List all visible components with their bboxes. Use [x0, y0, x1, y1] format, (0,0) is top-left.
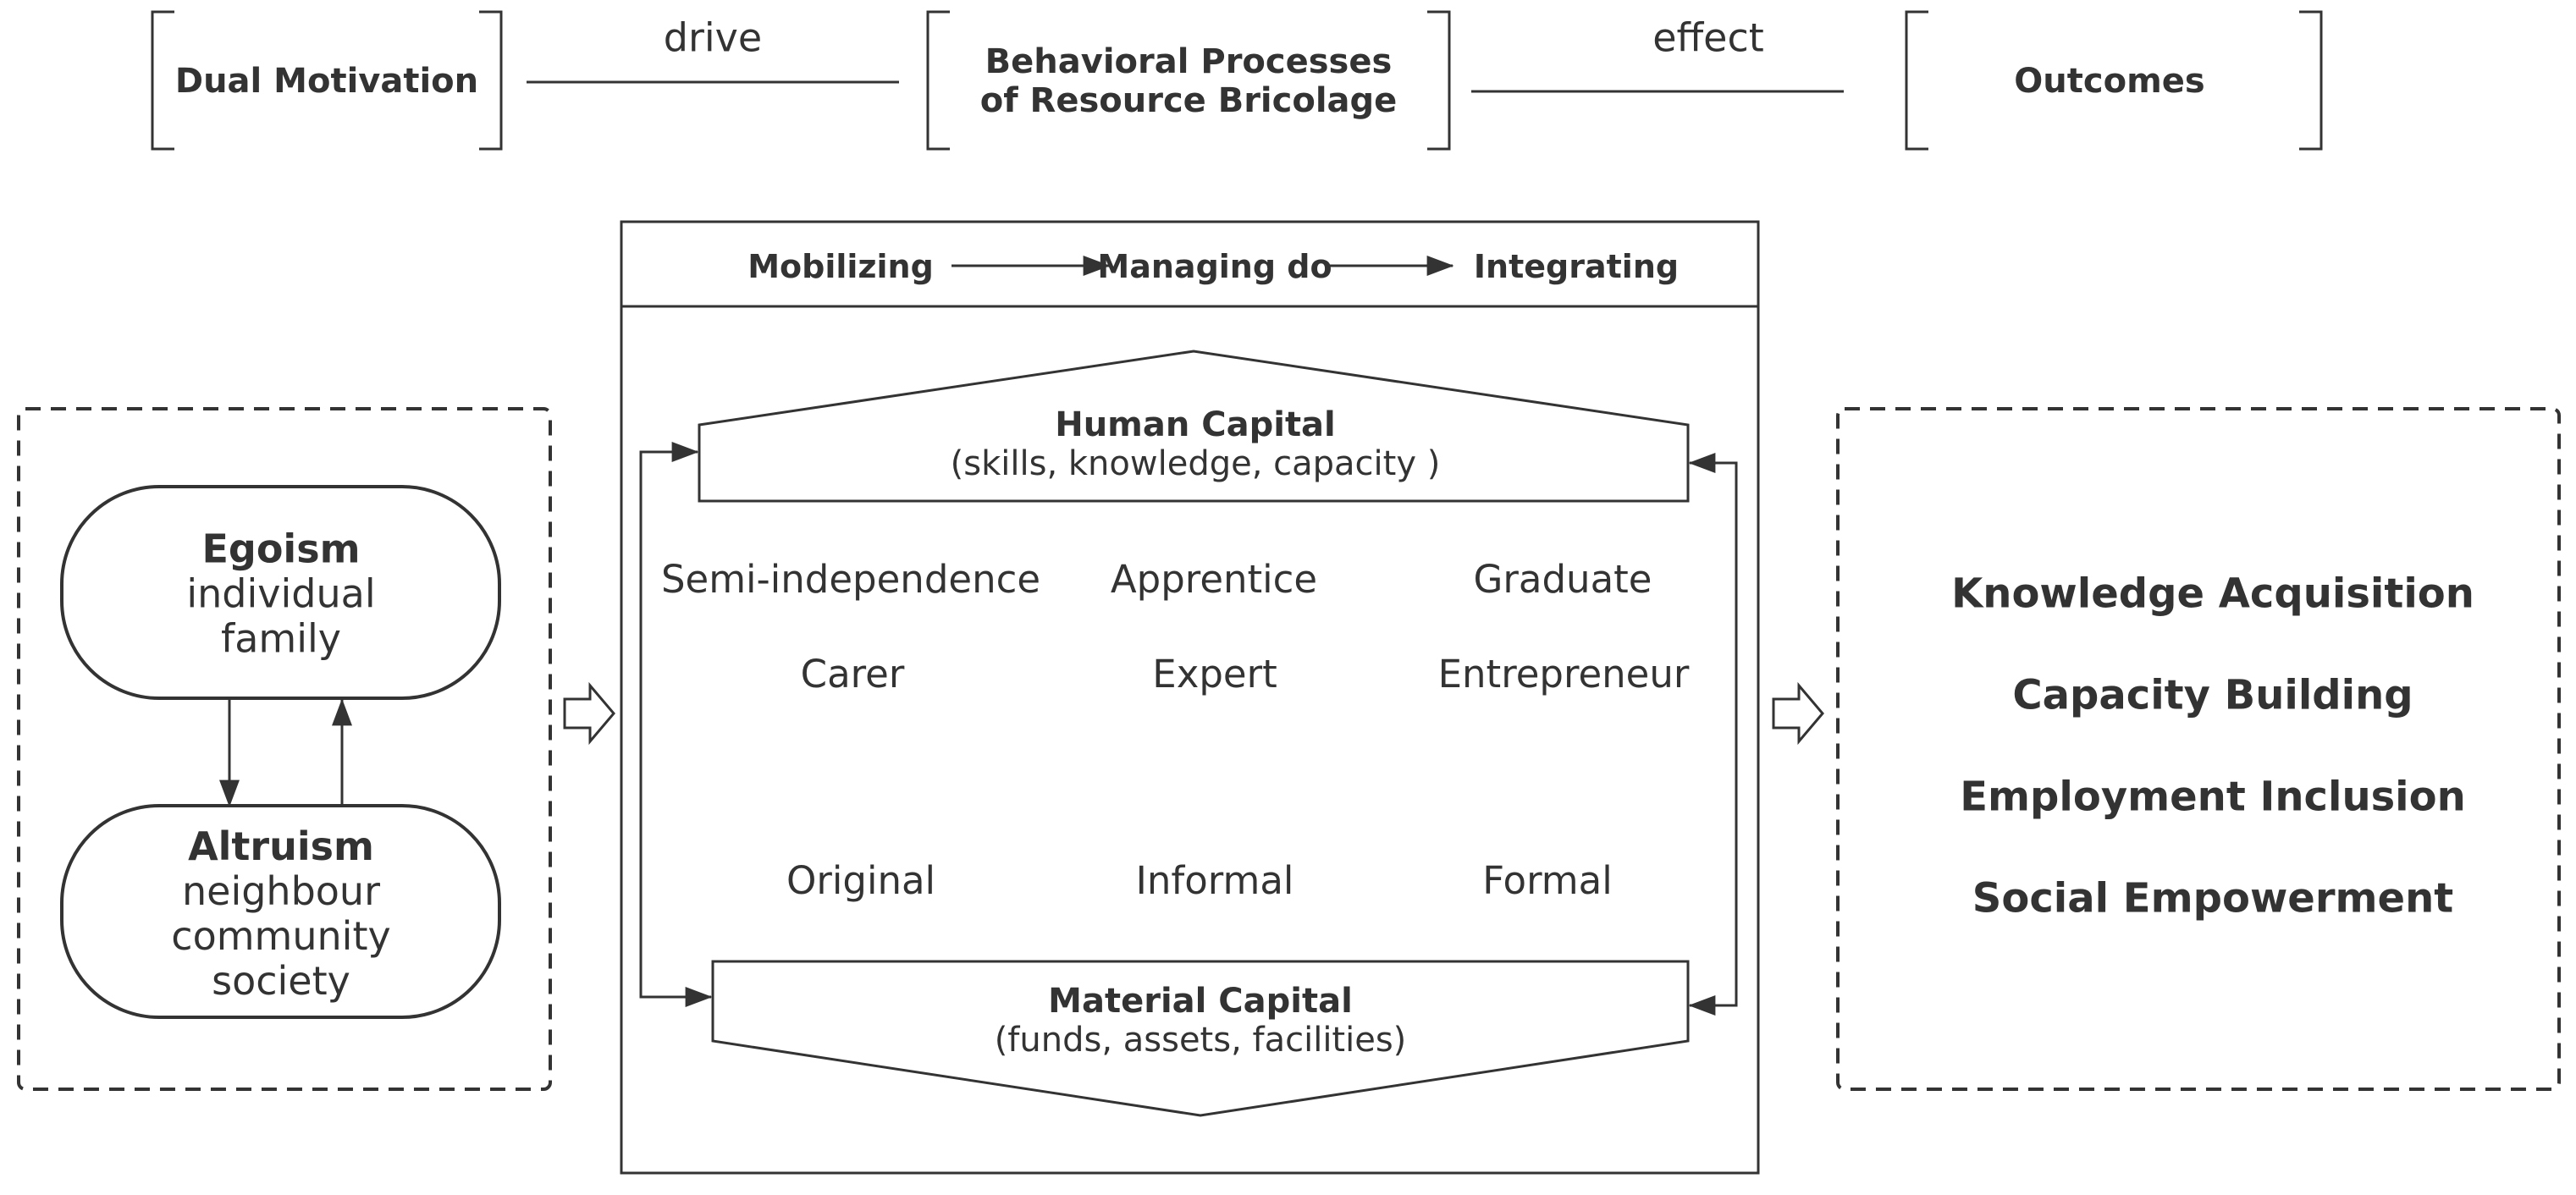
behavioral-line-1: Behavioral Processes	[985, 42, 1393, 81]
outcome-employment-inclusion: Employment Inclusion	[1960, 773, 2466, 821]
human-capital-text: Human Capital (skills, knowledge, capaci…	[951, 405, 1441, 483]
egoism-line: individual	[186, 570, 376, 617]
behavioral-processes-label: Behavioral Processes of Resource Bricola…	[980, 42, 1398, 120]
altruism-text: Altruism neighbour community society	[171, 824, 390, 1004]
outcomes-header-label: Outcomes	[2014, 62, 2205, 101]
human-capital-title: Human Capital	[1055, 405, 1336, 444]
material-capital-subtitle: (funds, assets, facilities)	[994, 1021, 1407, 1060]
behavioral-line-2: of Resource Bricolage	[979, 81, 1398, 120]
role-original: Original	[786, 858, 936, 904]
bracket-dual-right	[479, 10, 503, 151]
role-apprentice: Apprentice	[1110, 557, 1318, 603]
egoism-shape	[60, 485, 501, 700]
altruism-shape	[60, 804, 501, 1019]
bracket-outcomes-left	[1905, 10, 1928, 151]
human-capital-shape	[698, 350, 1690, 503]
mobilizing-label: Mobilizing	[747, 248, 934, 286]
altruism-title: Altruism	[188, 823, 374, 870]
egoism-line: family	[221, 615, 341, 662]
left-connector	[639, 450, 713, 1007]
managing-label: Managing do	[1097, 248, 1332, 286]
outcome-knowledge-acquisition: Knowledge Acquisition	[1951, 570, 2474, 618]
outcome-capacity-building: Capacity Building	[2012, 671, 2413, 719]
altruism-line: community	[171, 913, 391, 959]
outcome-social-empowerment: Social Empowerment	[1972, 874, 2454, 922]
material-capital-shape	[711, 960, 1690, 1117]
altruism-line: society	[212, 957, 350, 1004]
bracket-outcomes-right	[2299, 10, 2323, 151]
material-capital-title: Material Capital	[1048, 982, 1353, 1021]
dual-motivation-label: Dual Motivation	[174, 62, 479, 101]
altruism-line: neighbour	[182, 868, 380, 915]
bracket-dual-left	[151, 10, 174, 151]
drive-label: drive	[663, 14, 763, 61]
bracket-behavioral-left	[926, 10, 950, 151]
outcomes-box	[1836, 407, 2561, 1091]
effect-label: effect	[1652, 14, 1764, 61]
role-semi-independence: Semi-independence	[660, 557, 1041, 603]
process-frame	[620, 220, 1760, 1175]
role-expert: Expert	[1152, 652, 1277, 697]
bracket-behavioral-right	[1427, 10, 1451, 151]
egoism-title: Egoism	[201, 526, 361, 572]
role-carer: Carer	[800, 652, 905, 697]
integrating-label: Integrating	[1473, 248, 1680, 286]
hollow-arrow-left	[563, 681, 615, 746]
role-informal: Informal	[1135, 858, 1294, 904]
material-capital-text: Material Capital (funds, assets, facilit…	[995, 982, 1407, 1060]
role-formal: Formal	[1482, 858, 1613, 904]
human-capital-subtitle: (skills, knowledge, capacity )	[950, 444, 1441, 483]
role-graduate: Graduate	[1473, 557, 1652, 603]
right-connector	[1688, 453, 1738, 1007]
role-entrepreneur: Entrepreneur	[1437, 652, 1690, 697]
motivation-box	[17, 407, 552, 1091]
hollow-arrow-right	[1772, 681, 1824, 746]
egoism-text: Egoism individual family	[186, 526, 376, 662]
